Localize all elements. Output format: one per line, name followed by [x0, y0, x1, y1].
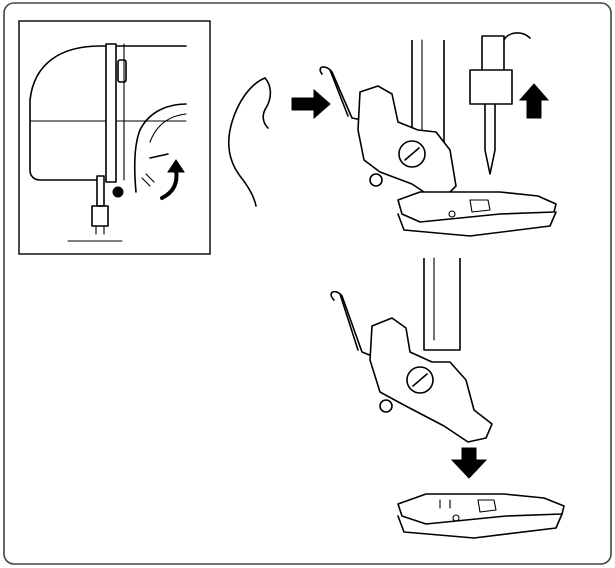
release-lever	[319, 66, 363, 121]
detached-foot-bar	[439, 499, 451, 509]
inset-motion-marks	[141, 173, 155, 187]
push-arrow-icon	[291, 88, 331, 120]
needle	[484, 103, 496, 175]
inset-foot	[91, 205, 109, 227]
presser-foot-detached	[397, 493, 565, 525]
needle-bar-column	[105, 43, 117, 183]
free-arm-curve	[134, 103, 187, 193]
step-2-assembly	[330, 257, 565, 539]
foot-slot	[469, 199, 491, 213]
presser-foot-detached-sole	[397, 513, 563, 539]
presser-foot-sole	[397, 211, 557, 237]
inset-presser-bar	[96, 175, 105, 207]
finger-nail	[262, 77, 272, 129]
needle-clamp	[469, 69, 513, 105]
outer-frame	[3, 2, 612, 565]
curved-arrow-head	[167, 159, 185, 173]
clamp-screw	[503, 32, 531, 41]
presser-foot-top	[397, 191, 557, 223]
holder-pin	[369, 173, 383, 187]
machine-overview-inset	[18, 20, 211, 255]
holder-screw-slot-lower	[412, 373, 428, 387]
foot-pin-hole	[448, 210, 456, 218]
thread-guide	[117, 59, 127, 83]
inset-screw-dot	[112, 186, 124, 198]
detached-foot-slot	[477, 499, 497, 513]
detached-foot-pin-hole	[452, 514, 460, 522]
up-arrow-icon	[518, 83, 550, 119]
holder-screw-slot	[404, 147, 420, 161]
presser-bar-lower	[423, 258, 461, 351]
holder-pin-lower	[379, 399, 393, 413]
release-lever-inner	[329, 69, 349, 117]
inset-lever	[149, 153, 169, 159]
finger-icon	[227, 77, 266, 207]
down-arrow-icon	[450, 447, 488, 479]
step-1-assembly	[227, 32, 557, 237]
inset-needle	[95, 225, 105, 235]
release-lever-lower	[330, 290, 373, 357]
curved-arrow-icon	[160, 168, 179, 200]
release-lever-lower-inner	[339, 293, 359, 351]
free-arm-curve-inner	[149, 113, 187, 143]
machine-head-outline	[29, 45, 187, 181]
foot-holder	[357, 85, 457, 197]
